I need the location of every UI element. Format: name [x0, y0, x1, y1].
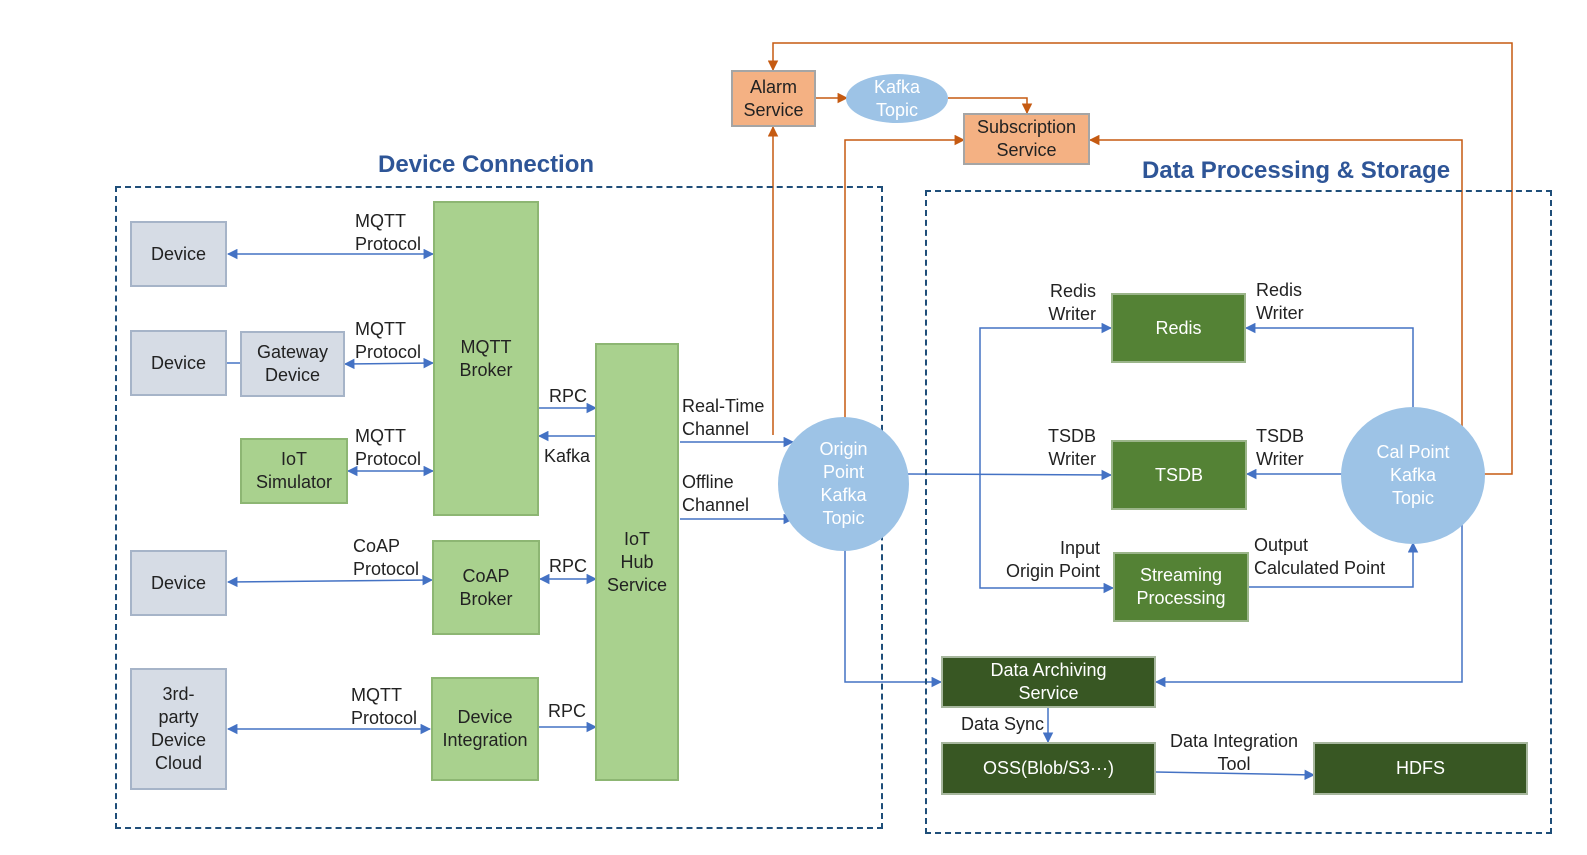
coap-protocol-label: CoAP Protocol — [353, 536, 420, 579]
oss-node[interactable]: OSS(Blob/S3···) — [941, 742, 1156, 795]
edge-calpoint-alarm — [767, 42, 1513, 475]
real-time-channel-label: Real-Time Channel — [682, 396, 765, 439]
edge-streaming-calpoint — [1249, 541, 1419, 588]
edge-origin-bus — [979, 322, 1113, 474]
mqtt-protocol-label-2: MQTT Protocol — [355, 319, 422, 362]
device-node-1[interactable]: Device — [130, 221, 227, 287]
data-processing-title: Data Processing & Storage — [1142, 157, 1451, 184]
device-integration-node[interactable]: Device Integration — [431, 677, 539, 781]
edge-device3-coap — [226, 574, 434, 588]
subscription-service-node[interactable]: Subscription Service — [963, 113, 1090, 165]
tsdb-writer-right-label: TSDB Writer — [1256, 426, 1305, 469]
kafka-topic-node[interactable]: Kafka Topic — [846, 74, 948, 123]
edge-origin-streaming — [979, 474, 1115, 594]
rpc-label-1: RPC — [549, 386, 588, 406]
data-archiving-service-node[interactable]: Data Archiving Service — [941, 656, 1156, 708]
tsdb-writer-left-label: TSDB Writer — [1047, 426, 1096, 469]
tsdb-node[interactable]: TSDB — [1111, 440, 1247, 510]
mqtt-protocol-label-3: MQTT Protocol — [355, 426, 422, 469]
mqtt-broker-node[interactable]: MQTT Broker — [433, 201, 539, 516]
iot-hub-service-node[interactable]: IoT Hub Service — [595, 343, 679, 781]
edge-calpoint-subscription — [1088, 134, 1463, 428]
data-processing-region — [925, 190, 1552, 834]
offline-channel-label: Offline Channel — [682, 472, 750, 515]
data-integration-tool-label: Data Integration Tool — [1169, 731, 1299, 774]
rpc-label-3: RPC — [548, 701, 587, 721]
edge-calpoint-redis — [1244, 322, 1414, 408]
iot-simulator-node[interactable]: IoT Simulator — [240, 438, 348, 504]
device-node-3[interactable]: Device — [130, 550, 227, 616]
hdfs-node[interactable]: HDFS — [1313, 742, 1528, 795]
edge-gateway-mqtt — [343, 357, 435, 370]
origin-point-kafka-topic-node[interactable]: Origin Point Kafka Topic — [778, 417, 909, 551]
edge-oss-hdfs — [1155, 769, 1316, 781]
gateway-device-node[interactable]: Gateway Device — [240, 331, 345, 397]
mqtt-protocol-label-1: MQTT Protocol — [355, 211, 422, 254]
alarm-service-node[interactable]: Alarm Service — [731, 70, 816, 127]
edge-origin-archiving — [844, 550, 943, 688]
output-calculated-point-label: Output Calculated Point — [1254, 535, 1386, 578]
input-origin-point-label: Input Origin Point — [1005, 538, 1100, 581]
edge-origin-tsdb — [907, 469, 1113, 481]
redis-node[interactable]: Redis — [1111, 293, 1246, 363]
cal-point-kafka-topic-node[interactable]: Cal Point Kafka Topic — [1341, 407, 1485, 544]
edge-kafka-subscription — [948, 97, 1033, 115]
device-connection-title: Device Connection — [378, 151, 595, 178]
rpc-label-2: RPC — [549, 556, 588, 576]
device-node-2[interactable]: Device — [130, 330, 227, 396]
mqtt-protocol-label-4: MQTT Protocol — [351, 685, 418, 728]
streaming-processing-node[interactable]: Streaming Processing — [1113, 552, 1249, 622]
edge-origin-subscription — [844, 134, 966, 418]
third-party-cloud-node[interactable]: 3rd- party Device Cloud — [130, 668, 227, 790]
edge-calpoint-archiving — [1154, 522, 1463, 688]
coap-broker-node[interactable]: CoAP Broker — [432, 540, 540, 635]
redis-writer-left-label: Redis Writer — [1048, 281, 1096, 324]
data-sync-label: Data Sync — [961, 714, 1045, 734]
kafka-label: Kafka — [544, 446, 591, 466]
redis-writer-right-label: Redis Writer — [1256, 280, 1304, 323]
